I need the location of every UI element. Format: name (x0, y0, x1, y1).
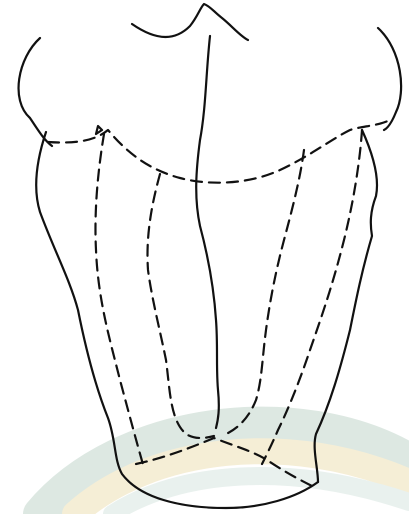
right-inner-zone-line (222, 150, 304, 436)
left-tonsil-outline (19, 38, 52, 146)
right-tonsil-outline (378, 28, 401, 130)
watermark-arc-inner (112, 476, 409, 514)
left-tip-hook (96, 126, 102, 134)
left-outer-zone-line (95, 134, 144, 468)
epiglottis-outline (132, 4, 248, 40)
median-sulcus-line (196, 36, 219, 428)
left-inner-zone-line (148, 174, 215, 438)
watermark-logo (40, 424, 409, 514)
